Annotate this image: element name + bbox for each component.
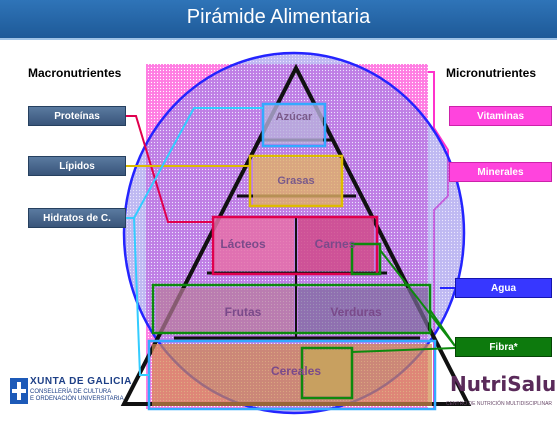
label-fats: Grasas <box>277 175 314 187</box>
fats-box <box>248 154 344 208</box>
xunta-logo-text: XUNTA DE GALICIA <box>30 376 132 387</box>
macro-carbs: Hidratos de C. <box>28 208 126 228</box>
macro-heading: Macronutrientes <box>28 66 122 80</box>
fiber-connector-3 <box>351 347 456 353</box>
title-underline <box>0 38 557 40</box>
fiber-connector-2 <box>429 309 456 347</box>
slide-title: Pirámide Alimentaria <box>186 6 371 28</box>
xunta-subtitle-1: CONSELLERÍA DE CULTURA <box>30 389 112 395</box>
water-box: Agua <box>455 278 552 298</box>
cereals-image <box>152 344 432 406</box>
vegetables-image <box>298 288 428 332</box>
dairy-image <box>214 218 294 271</box>
fiber-box: Fibra* <box>455 337 552 357</box>
protein-connector <box>126 115 213 223</box>
macro-lipids: Lípidos <box>28 156 126 176</box>
fiber-box-bread <box>300 346 354 400</box>
xunta-subtitle-2: E ORDENACIÓN UNIVERSITARIA <box>30 396 124 402</box>
protein-box <box>211 215 379 276</box>
micro-vitamins: Vitaminas <box>449 106 552 126</box>
xunta-logo-icon <box>10 378 28 404</box>
nutrisalud-logo-text: NutriSalud <box>450 372 557 396</box>
fruits-image <box>156 288 294 332</box>
carb-connector-2 <box>133 217 149 376</box>
label-dairy: Lácteos <box>220 237 266 251</box>
label-fruits: Frutas <box>225 305 262 319</box>
label-sugar: Azúcar <box>276 111 313 123</box>
fiber-box-meat <box>350 242 382 276</box>
nutrisalud-subtitle: CENTRO DE NUTRICIÓN MULTIDISCIPLINAR <box>446 401 553 407</box>
micro-heading: Micronutrientes <box>446 66 537 80</box>
fats-image <box>253 158 341 206</box>
title-bar <box>0 0 557 38</box>
sugar-image <box>263 104 323 144</box>
macro-proteins: Proteínas <box>28 106 126 126</box>
label-meat: Carnes <box>315 237 356 251</box>
bread-image <box>305 350 351 396</box>
micro-minerals: Minerales <box>449 162 552 182</box>
label-vegetables: Verduras <box>330 305 382 319</box>
carb-connector <box>126 107 263 219</box>
fruits-veg-box <box>151 283 432 335</box>
sugar-box <box>261 102 327 148</box>
fiber-connector-1 <box>379 249 456 347</box>
label-cereals: Cereales <box>271 364 321 378</box>
